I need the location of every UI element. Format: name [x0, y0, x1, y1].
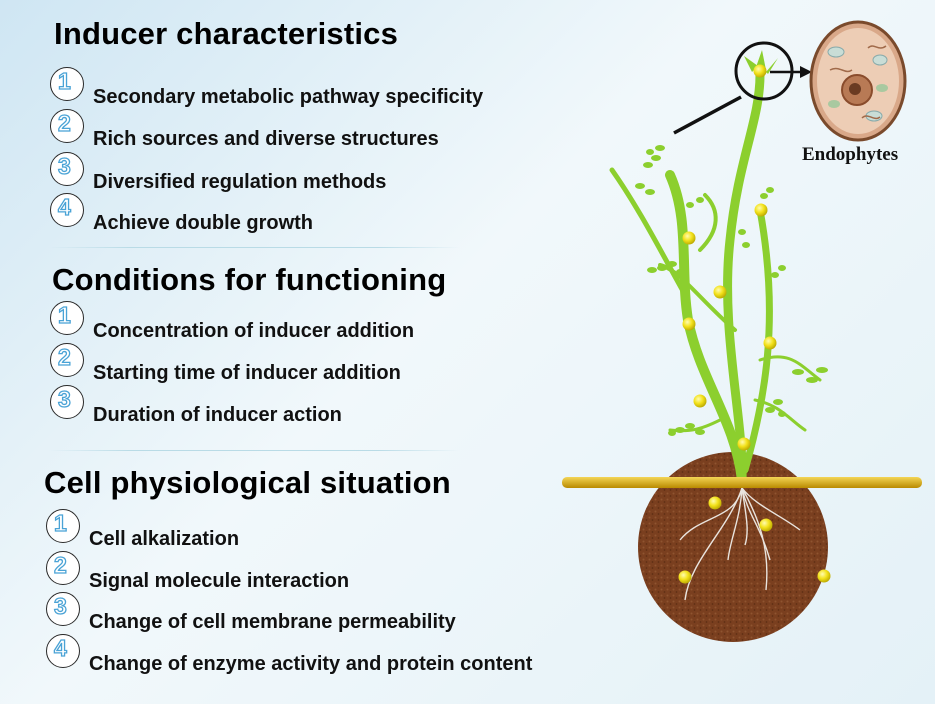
section-divider [48, 450, 460, 451]
list-item-text: Diversified regulation methods [93, 170, 387, 193]
list-item: 1 Concentration of inducer addition [50, 301, 415, 343]
list-item-text: Secondary metabolic pathway specificity [93, 85, 484, 108]
number-badge: 4 [50, 193, 84, 227]
list-item-text: Duration of inducer action [93, 403, 342, 426]
list-item-text: Cell alkalization [89, 527, 240, 550]
section-divider [48, 247, 460, 248]
list-item: 2 Rich sources and diverse structures [50, 109, 439, 151]
number-badge: 1 [50, 67, 84, 101]
heading-conditions-for-functioning: Conditions for functioning [52, 262, 447, 297]
list-item: 3 Change of cell membrane permeability [46, 592, 456, 634]
list-item-text: Rich sources and diverse structures [93, 127, 439, 150]
list-item-text: Achieve double growth [93, 211, 314, 234]
leaf-clusters [635, 50, 828, 436]
list-item: 3 Diversified regulation methods [50, 152, 387, 194]
magnifier-icon [673, 41, 794, 135]
number-badge: 2 [50, 109, 84, 143]
list-item-text: Change of cell membrane permeability [89, 610, 456, 633]
list-item: 1 Cell alkalization [46, 509, 240, 551]
ground-line [562, 477, 922, 488]
plant-stems [609, 70, 822, 485]
list-item-text: Starting time of inducer addition [93, 361, 401, 384]
list-item: 2 Starting time of inducer addition [50, 343, 401, 385]
list-item-text: Change of enzyme activity and protein co… [89, 652, 533, 675]
number-badge: 4 [46, 634, 80, 668]
endophyte-dots [678, 64, 831, 584]
heading-inducer-characteristics: Inducer characteristics [54, 16, 399, 51]
list-item: 1 Secondary metabolic pathway specificit… [50, 67, 484, 109]
endophytes-label: Endophytes [802, 144, 899, 165]
number-badge: 3 [46, 592, 80, 626]
list-item-text: Concentration of inducer addition [93, 319, 415, 342]
list-item: 4 Achieve double growth [50, 193, 314, 235]
list-item: 3 Duration of inducer action [50, 385, 342, 427]
list-item: 4 Change of enzyme activity and protein … [46, 634, 533, 676]
number-badge: 2 [50, 343, 84, 377]
number-badge: 1 [50, 301, 84, 335]
number-badge: 2 [46, 551, 80, 585]
list-item: 2 Signal molecule interaction [46, 551, 350, 593]
heading-cell-physiological-situation: Cell physiological situation [44, 465, 451, 500]
list-item-text: Signal molecule interaction [89, 569, 350, 592]
plant-cell-icon [809, 20, 907, 142]
arrow-icon [770, 66, 812, 78]
number-badge: 1 [46, 509, 80, 543]
number-badge: 3 [50, 152, 84, 186]
roots [679, 487, 801, 601]
number-badge: 3 [50, 385, 84, 419]
